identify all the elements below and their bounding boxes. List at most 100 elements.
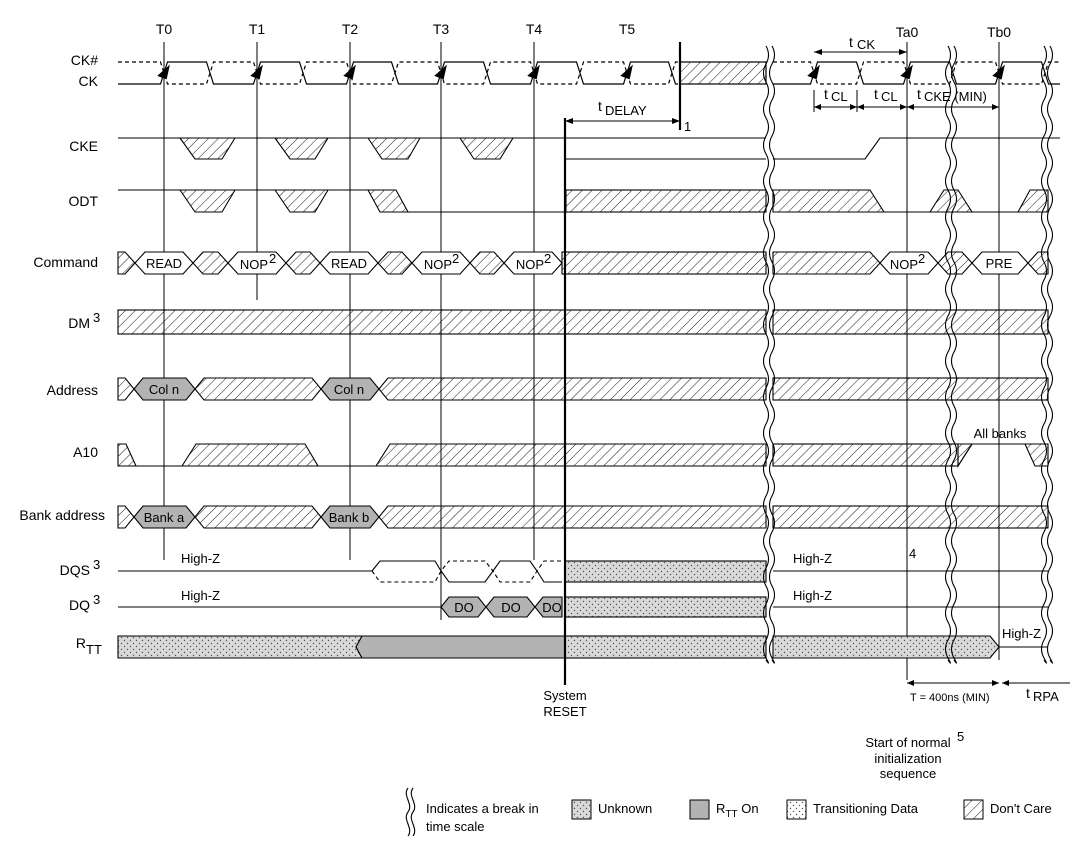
- dq-high-z-2: High-Z: [793, 588, 832, 603]
- label-command: Command: [33, 254, 98, 270]
- t400-label: T = 400ns (MIN): [910, 692, 990, 704]
- tdelay-prefix: t: [598, 98, 602, 114]
- label-dq-sup: 3: [93, 592, 100, 607]
- timing-annotations: t CK t CL t CL t CKE (MIN) t DELAY 1: [565, 34, 999, 134]
- tcl2-prefix: t: [874, 86, 878, 102]
- signal-labels: CK# CK CKE ODT Command DM 3 Address A10 …: [19, 52, 105, 657]
- clock-label-t1: T1: [249, 21, 266, 37]
- clock-edge-arrow-1: [250, 64, 263, 80]
- trpa-label: RPA: [1033, 689, 1059, 704]
- rtt-waveform: [117, 635, 1048, 659]
- start-annotation: Start of normal 5 initialization sequenc…: [865, 729, 964, 781]
- address-labels: Col n Col n: [149, 382, 364, 397]
- dq-waveform: [118, 596, 1048, 618]
- addr-col-n-t0: Col n: [149, 382, 179, 397]
- clock-label-t0: T0: [156, 21, 173, 37]
- cmd-nop-ta0-sup: 2: [918, 251, 925, 266]
- clock-edge-labels: T0 T1 T2 T3 T4 T5 Ta0 Tb0: [156, 21, 1011, 40]
- cmd-read-t2: READ: [331, 256, 367, 271]
- tdelay-label: DELAY: [605, 103, 647, 118]
- cmd-nop-t3-sup: 2: [452, 251, 459, 266]
- label-rtt: R: [76, 635, 86, 651]
- legend-dont-care: Don't Care: [990, 801, 1052, 816]
- note-4: 4: [909, 546, 916, 561]
- a10-all-banks: All banks: [974, 426, 1027, 441]
- legend-break: Indicates a break in: [426, 801, 539, 816]
- reset-label: RESET: [543, 704, 586, 719]
- label-cke: CKE: [69, 138, 98, 154]
- command-labels: READ NOP 2 READ NOP 2 NOP 2 NOP 2 PRE: [146, 251, 1013, 272]
- label-a10: A10: [73, 444, 98, 460]
- clock-edge-arrow-3: [434, 64, 447, 80]
- rtt-high-z: High-Z: [1002, 626, 1041, 641]
- start-line1: Start of normal: [865, 735, 950, 750]
- start-sup: 5: [957, 729, 964, 744]
- legend-rtt-on-swatch: [689, 799, 710, 820]
- tcl1-label: CL: [831, 89, 848, 104]
- clock-edge-arrow-6: [807, 64, 820, 80]
- bank-b-t2: Bank b: [329, 510, 369, 525]
- tck-label: CK: [857, 37, 875, 52]
- start-line2: initialization: [874, 751, 941, 766]
- start-line3: sequence: [880, 766, 936, 781]
- clock-label-t3: T3: [433, 21, 450, 37]
- bank-address-labels: Bank a Bank b: [144, 510, 369, 525]
- tcl2-label: CL: [881, 89, 898, 104]
- dq-do-2: DO: [501, 600, 521, 615]
- clock-edge-arrow-0: [157, 64, 170, 80]
- tcl1-prefix: t: [824, 86, 828, 102]
- cmd-nop-t1-sup: 2: [269, 251, 276, 266]
- cmd-nop-t1: NOP: [240, 257, 268, 272]
- break-lines: [762, 45, 1054, 664]
- tdelay-note: 1: [684, 119, 691, 134]
- label-dq: DQ: [69, 597, 90, 613]
- clock-label-t4: T4: [526, 21, 543, 37]
- label-dqs: DQS: [60, 562, 90, 578]
- command-waveform: [117, 251, 1049, 275]
- clock-label-t5: T5: [619, 21, 636, 37]
- dq-labels: DO DO DO High-Z High-Z: [181, 588, 832, 615]
- label-rtt-sub: TT: [86, 642, 102, 657]
- dq-high-z: High-Z: [181, 588, 220, 603]
- dqs-waveform: [118, 560, 1048, 583]
- address-waveform: [117, 377, 1049, 401]
- odt-waveform: [118, 189, 1049, 213]
- cmd-pre-tb0: PRE: [986, 256, 1013, 271]
- legend-unknown-swatch: [571, 799, 592, 820]
- clock-edge-arrow-5: [620, 64, 633, 80]
- break-symbol-icon: [405, 787, 411, 837]
- tck-prefix: t: [849, 34, 853, 50]
- label-ck: CK: [79, 73, 99, 89]
- label-address: Address: [47, 382, 98, 398]
- cmd-nop-t4: NOP: [516, 257, 544, 272]
- legend-rtt-on: RTT On: [716, 801, 759, 820]
- legend: Indicates a break in time scale Unknown …: [405, 787, 1052, 837]
- trpa-prefix: t: [1026, 685, 1030, 701]
- clock-edge-arrow-8: [992, 64, 1005, 80]
- label-dqs-sup: 3: [93, 557, 100, 572]
- legend-transitioning-swatch: [786, 799, 807, 820]
- dq-do-1: DO: [454, 600, 474, 615]
- label-bank-address: Bank address: [19, 507, 105, 523]
- cke-waveform: [118, 137, 1060, 160]
- clock-edge-arrows: [157, 64, 1005, 80]
- clock-edge-arrow-2: [343, 64, 356, 80]
- clock-label-tb0: Tb0: [987, 24, 1011, 40]
- cmd-nop-t4-sup: 2: [544, 251, 551, 266]
- system-label: System: [543, 688, 586, 703]
- cmd-nop-t3: NOP: [424, 257, 452, 272]
- dq-do-3: DO: [542, 600, 562, 615]
- clock-label-ta0: Ta0: [896, 24, 919, 40]
- ck-n-segment-2: [773, 61, 1060, 85]
- label-dm: DM: [68, 315, 90, 331]
- legend-dont-care-swatch: [963, 799, 984, 820]
- clock-edge-arrow-4: [527, 64, 540, 80]
- label-dm-sup: 3: [93, 310, 100, 325]
- bottom-timing: T = 400ns (MIN) t RPA: [907, 680, 1070, 704]
- dqs-high-z: High-Z: [181, 551, 220, 566]
- dqs-high-z-2: High-Z: [793, 551, 832, 566]
- bank-a-t0: Bank a: [144, 510, 185, 525]
- ck-segment-2: [773, 61, 1060, 85]
- legend-transitioning: Transitioning Data: [813, 801, 919, 816]
